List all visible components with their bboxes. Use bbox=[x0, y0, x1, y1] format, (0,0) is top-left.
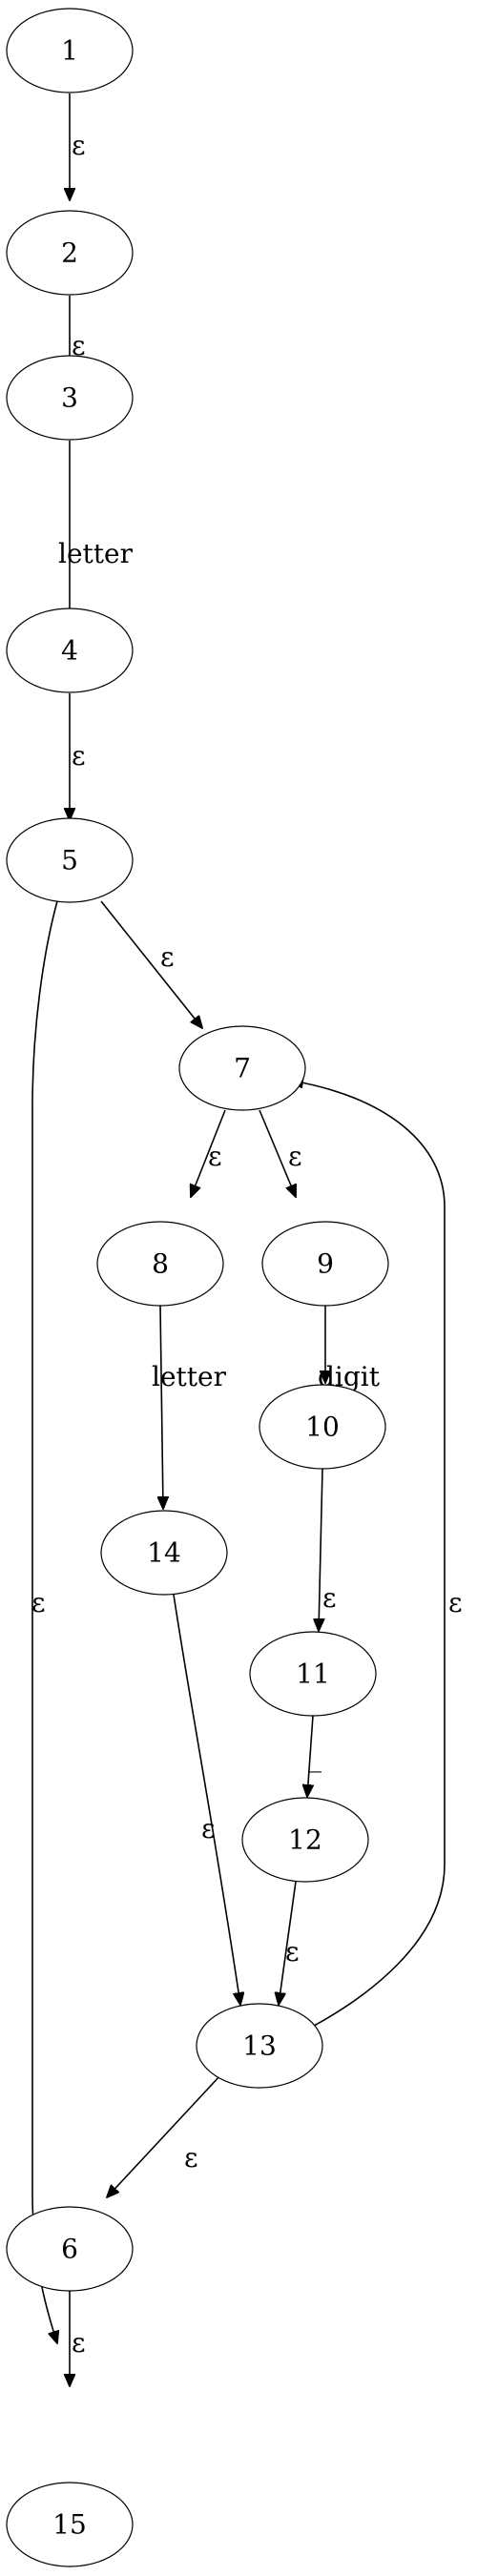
edge-8-14-label: letter bbox=[152, 1361, 227, 1392]
node-11: 11 bbox=[249, 1631, 377, 1717]
node-3-label: 3 bbox=[61, 382, 78, 414]
edge-4-5-label: ε bbox=[72, 740, 86, 772]
node-5-label: 5 bbox=[61, 845, 78, 876]
node-6-label: 6 bbox=[61, 2234, 78, 2265]
node-2-label: 2 bbox=[61, 237, 78, 269]
edge-4-5: ε bbox=[70, 693, 86, 820]
node-7-label: 7 bbox=[234, 1053, 251, 1084]
edge-13-6: ε bbox=[107, 2073, 222, 2197]
node-10-label: 10 bbox=[305, 1412, 340, 1443]
edge-5-7-label: ε bbox=[160, 941, 175, 973]
node-1: 1 bbox=[6, 8, 134, 93]
edge-7-9: ε bbox=[259, 1109, 302, 1197]
node-15-label: 15 bbox=[52, 2509, 87, 2541]
node-12-ellipse bbox=[241, 1797, 369, 1883]
edge-12-13: ε bbox=[279, 1881, 300, 2005]
node-6-ellipse bbox=[6, 2206, 134, 2292]
edge-6-15-label: ε bbox=[72, 2327, 86, 2359]
node-6: 6 bbox=[6, 2206, 134, 2292]
edge-3-4-label: letter bbox=[58, 538, 134, 569]
node-8: 8 bbox=[96, 1221, 224, 1307]
node-15-ellipse bbox=[6, 2482, 134, 2567]
node-4: 4 bbox=[6, 608, 134, 693]
edge-5-6-label: ε bbox=[31, 1587, 46, 1618]
edge-8-14: letter bbox=[152, 1305, 227, 1509]
edge-14-13-label: ε bbox=[201, 1813, 216, 1844]
node-8-ellipse bbox=[96, 1221, 224, 1307]
node-11-ellipse bbox=[249, 1631, 377, 1717]
edge-5-6: ε bbox=[31, 900, 57, 2343]
edge-13-7-label: ε bbox=[448, 1587, 463, 1618]
node-5: 5 bbox=[6, 817, 134, 903]
node-15: 15 bbox=[6, 2482, 134, 2567]
node-9: 9 bbox=[261, 1221, 389, 1307]
edge-9-10: digit bbox=[318, 1306, 381, 1392]
edge-13-7: ε bbox=[291, 1081, 463, 2032]
edge-14-13: ε bbox=[173, 1594, 240, 2005]
edge-13-6-label: ε bbox=[184, 2142, 198, 2174]
node-12: 12 bbox=[241, 1797, 369, 1883]
node-8-label: 8 bbox=[152, 1248, 169, 1280]
node-1-label: 1 bbox=[61, 35, 78, 67]
node-3-ellipse bbox=[6, 355, 134, 441]
node-10: 10 bbox=[259, 1384, 386, 1470]
edge-5-7: ε bbox=[100, 900, 202, 1028]
node-14-label: 14 bbox=[147, 1537, 181, 1569]
node-4-label: 4 bbox=[61, 635, 78, 667]
node-13-ellipse bbox=[196, 2003, 323, 2089]
node-3: 3 bbox=[6, 355, 134, 441]
edge-1-2: ε bbox=[70, 93, 86, 200]
edge-6-15: ε bbox=[70, 2291, 86, 2386]
node-9-label: 9 bbox=[317, 1248, 334, 1280]
node-12-label: 12 bbox=[288, 1824, 322, 1856]
edge-1-2-label: ε bbox=[72, 130, 86, 161]
node-4-ellipse bbox=[6, 608, 134, 693]
edge-7-8: ε bbox=[191, 1109, 226, 1197]
node-13: 13 bbox=[196, 2003, 323, 2089]
node-10-ellipse bbox=[259, 1384, 386, 1470]
node-2: 2 bbox=[6, 210, 134, 296]
node-9-ellipse bbox=[261, 1221, 389, 1307]
edge-11-12: _ bbox=[307, 1715, 321, 1797]
node-13-label: 13 bbox=[242, 2030, 277, 2062]
node-14: 14 bbox=[100, 1510, 228, 1596]
edge-10-11: ε bbox=[319, 1468, 337, 1631]
edge-7-9-label: ε bbox=[288, 1141, 302, 1172]
node-14-ellipse bbox=[100, 1510, 228, 1596]
node-2-ellipse bbox=[6, 210, 134, 296]
edge-7-8-label: ε bbox=[208, 1141, 222, 1172]
edge-11-12-label: _ bbox=[308, 1741, 321, 1773]
edge-10-11-label: ε bbox=[322, 1582, 337, 1614]
edge-2-3-label: ε bbox=[72, 330, 86, 361]
node-7: 7 bbox=[178, 1025, 306, 1111]
edge-12-13-label: ε bbox=[285, 1936, 300, 1968]
node-5-ellipse bbox=[6, 817, 134, 903]
edge-3-4: letter bbox=[58, 441, 134, 635]
node-7-ellipse bbox=[178, 1025, 306, 1111]
node-11-label: 11 bbox=[296, 1659, 330, 1690]
node-1-ellipse bbox=[6, 8, 134, 93]
